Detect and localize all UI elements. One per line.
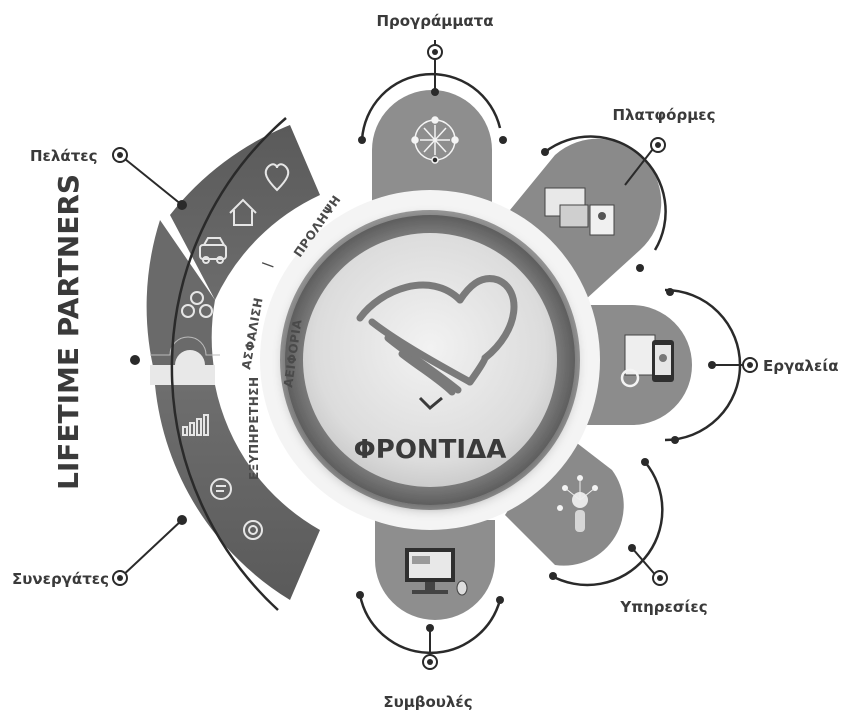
label-services: Υπηρεσίες xyxy=(619,598,707,616)
home-icon xyxy=(229,198,257,226)
label-advice: Συμβουλές xyxy=(383,693,472,711)
label-tools: Εργαλεία xyxy=(763,357,839,375)
connector-advice xyxy=(422,624,438,670)
heart-icon xyxy=(264,163,290,192)
devices-icon xyxy=(544,187,615,236)
ring-label-service: ΕΞΥΠΗΡΕΤΗΣΗ xyxy=(247,376,261,480)
side-title: LIFETIME PARTNERS xyxy=(52,174,85,490)
phone-settings-icon xyxy=(620,334,674,388)
petal-programs[interactable] xyxy=(358,72,507,212)
left-outer-arc xyxy=(170,117,287,611)
connector-tools xyxy=(708,357,758,373)
car-icon xyxy=(199,237,227,264)
label-programs: Προγράμματα xyxy=(376,12,493,30)
connector-partners xyxy=(112,519,183,586)
family-icon xyxy=(181,291,213,318)
label-platforms: Πλατφόρμες xyxy=(613,106,716,124)
center-title: ΦΡΟΝΤΙΔΑ xyxy=(354,435,507,465)
hand-network-icon xyxy=(557,475,598,532)
computer-icon xyxy=(405,548,468,596)
connector-programs xyxy=(427,40,443,96)
connector-services xyxy=(628,544,668,586)
label-partners: Συνεργάτες xyxy=(12,570,109,588)
label-clients: Πελάτες xyxy=(30,147,98,165)
petal-services[interactable] xyxy=(505,430,664,587)
check-mark-icon xyxy=(418,396,443,411)
clients-partners-band xyxy=(146,125,320,600)
connector-clients xyxy=(112,147,183,206)
heart-wing-logo-icon xyxy=(356,275,518,396)
bar-chart-icon xyxy=(182,414,209,436)
chat-bubble-icon xyxy=(210,478,232,500)
gear-icon xyxy=(243,520,263,540)
connector-platforms xyxy=(624,137,666,186)
network-icon xyxy=(411,116,459,164)
ring-label-divider: | xyxy=(260,260,275,269)
